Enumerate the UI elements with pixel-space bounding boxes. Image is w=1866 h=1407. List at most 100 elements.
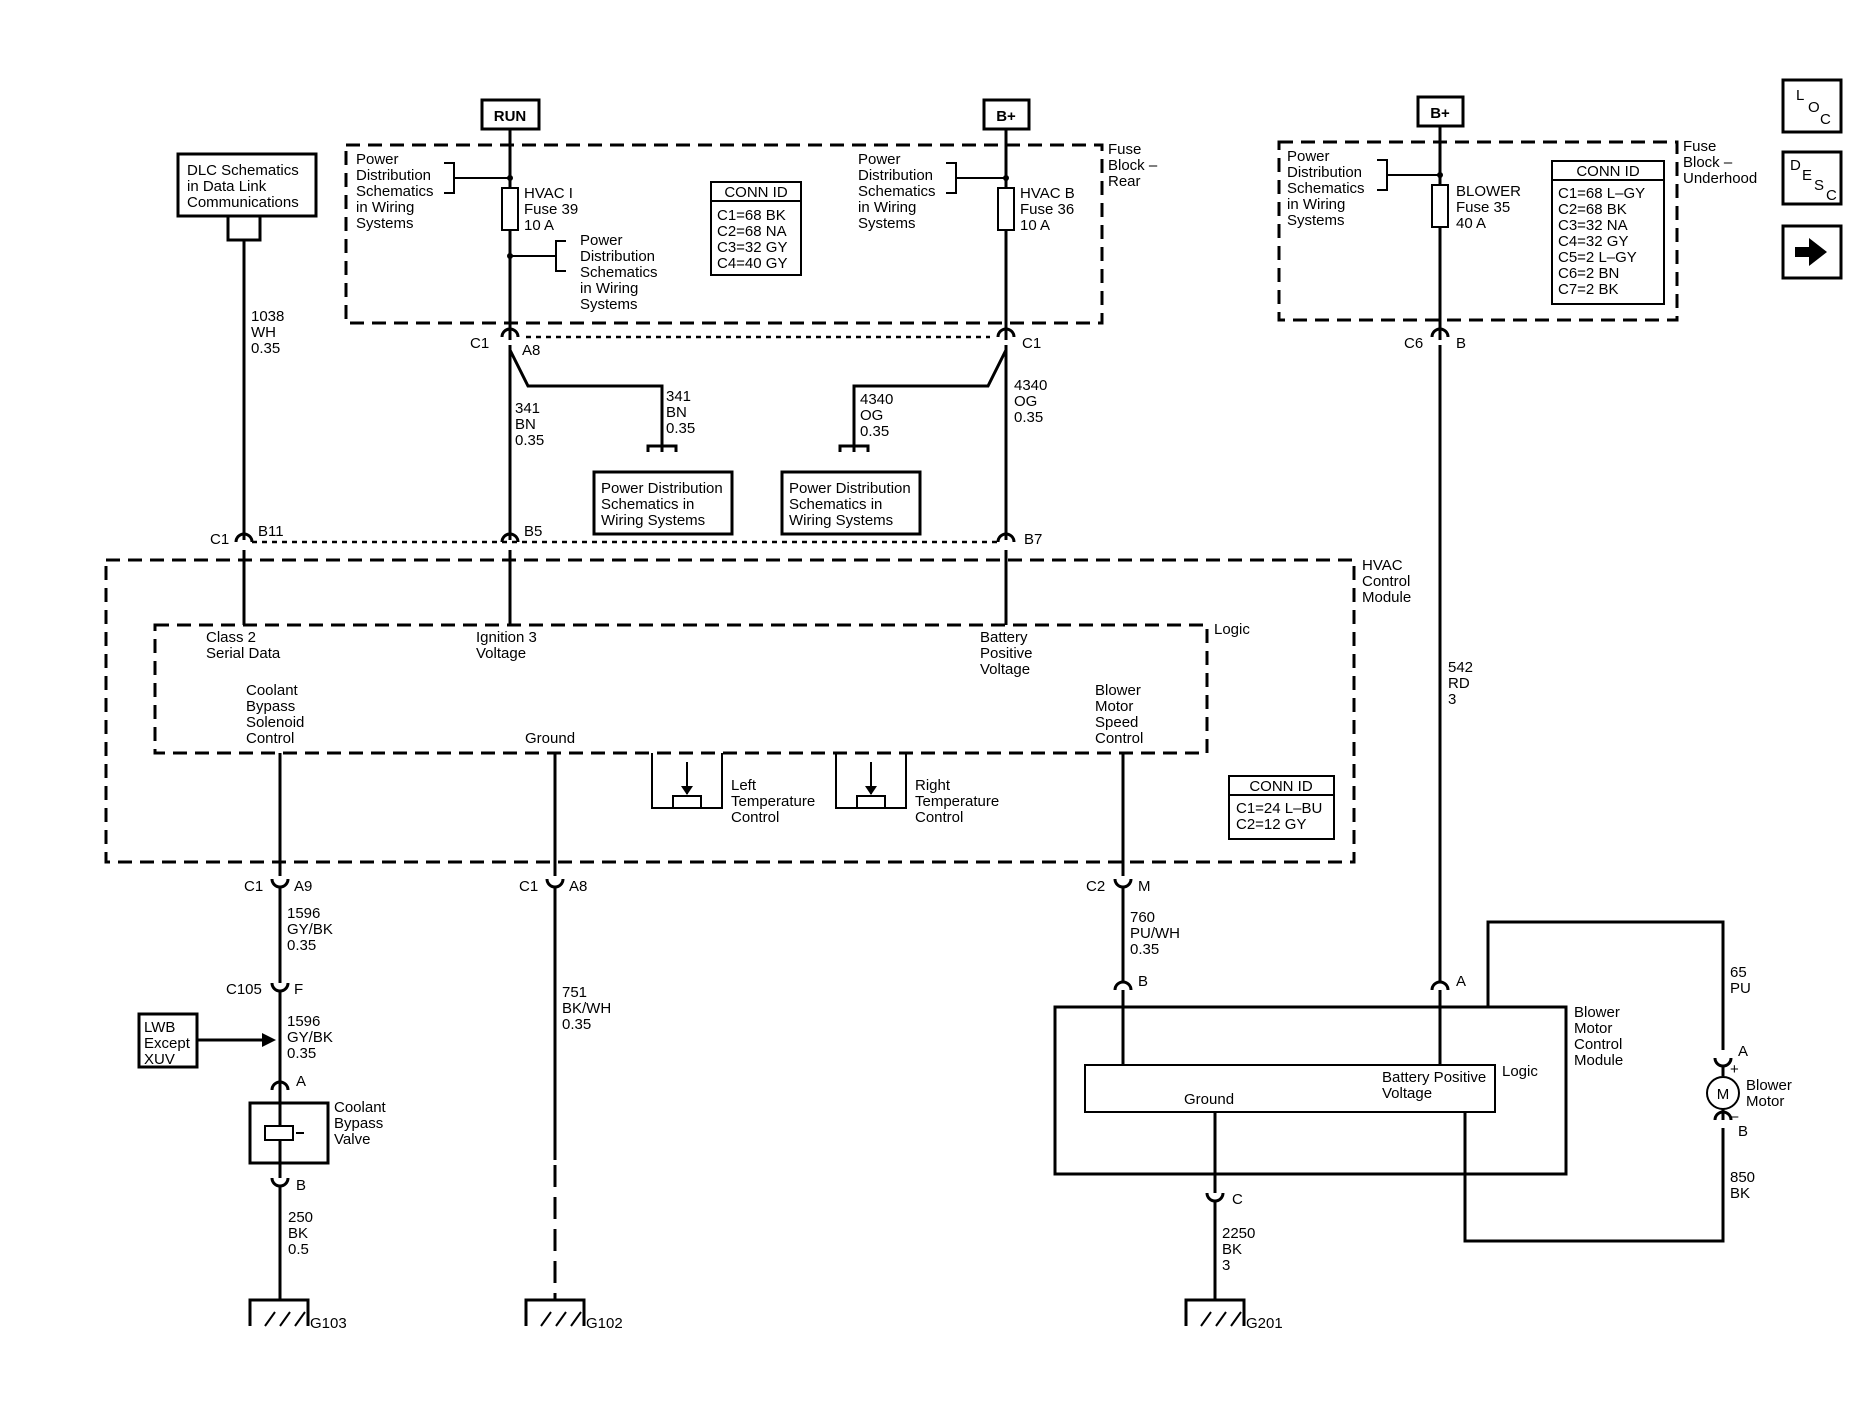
svg-text:Systems: Systems [858,215,916,232]
svg-text:Solenoid: Solenoid [246,714,304,731]
svg-text:Valve: Valve [334,1131,370,1148]
right-temperature-control-label: Right Temperature Control [915,777,999,826]
c6-pin-label: B [1456,335,1466,352]
svg-text:Systems: Systems [580,296,638,313]
svg-text:2250: 2250 [1222,1225,1255,1242]
svg-text:Control: Control [1574,1036,1622,1053]
desc-button[interactable]: D E S C [1781,150,1843,206]
wire-850-label: 850 BK [1730,1169,1755,1202]
bmcm-a-connector [1430,980,1450,991]
fbr-conn-id-table: CONN ID C1=68 BK C2=68 NA C3=32 GY C4=40… [710,181,802,276]
svg-text:RD: RD [1448,675,1470,692]
svg-text:XUV: XUV [144,1051,175,1068]
svg-text:BK: BK [1730,1185,1750,1202]
svg-text:C1=68 L–GY: C1=68 L–GY [1558,185,1645,202]
lwb-except-xuv-box: LWB Except XUV [137,1012,199,1069]
svg-text:Power: Power [1287,148,1330,165]
svg-text:Motor: Motor [1095,698,1133,715]
svg-text:C4=40 GY: C4=40 GY [717,255,787,272]
svg-text:WH: WH [251,324,276,341]
wire-1596-upper-label: 1596 GY/BK 0.35 [287,905,333,954]
svg-text:Underhood: Underhood [1683,170,1757,187]
loc-button[interactable]: L O C [1781,78,1843,134]
hvac-c1-b5-connector [500,532,520,543]
svg-text:Block –: Block – [1108,157,1158,174]
pd-box-left[interactable]: Power Distribution Schematics in Wiring … [592,470,734,536]
loc-letter-l: L [1796,87,1804,104]
blower-motor-label: Blower Motor [1746,1077,1792,1110]
svg-text:Motor: Motor [1574,1020,1612,1037]
blower-motor-control-module-label: Blower Motor Control Module [1574,1004,1623,1069]
svg-text:Fuse 35: Fuse 35 [1456,199,1510,216]
svg-text:Block –: Block – [1683,154,1733,171]
wire-65 [1486,920,1725,1050]
hvac-logic-label: Logic [1214,621,1250,638]
svg-text:C3=32 GY: C3=32 GY [717,239,787,256]
svg-text:10 A: 10 A [1020,217,1050,234]
bmcm-b-label: B [1138,973,1148,990]
blower-fuse-label: BLOWER Fuse 35 40 A [1456,183,1521,232]
wire-2250-label: 2250 BK 3 [1222,1225,1255,1274]
svg-text:542: 542 [1448,659,1473,676]
next-page-button[interactable] [1781,224,1843,280]
fbr-a8-label: A8 [522,342,540,359]
svg-text:Schematics: Schematics [858,183,936,200]
svg-text:3: 3 [1222,1257,1230,1274]
svg-text:BK: BK [1222,1241,1242,1258]
svg-text:Systems: Systems [1287,212,1345,229]
svg-text:Blower: Blower [1574,1004,1620,1021]
dlc-link-bracket [226,216,262,540]
svg-text:4340: 4340 [1014,377,1047,394]
svg-text:Blower: Blower [1746,1077,1792,1094]
svg-text:341: 341 [666,388,691,405]
svg-text:Schematics in: Schematics in [789,496,882,513]
svg-text:Class 2: Class 2 [206,629,256,646]
fbr-c1-a8-connector [500,327,520,338]
svg-text:Fuse 39: Fuse 39 [524,201,578,218]
pd-box-right[interactable]: Power Distribution Schematics in Wiring … [780,470,922,536]
wire-1596-lower-label: 1596 GY/BK 0.35 [287,1013,333,1062]
bmcm-a-label: A [1456,973,1466,990]
svg-text:HVAC: HVAC [1362,557,1403,574]
svg-text:0.35: 0.35 [251,340,280,357]
motor-minus-label: – [1730,1108,1739,1125]
svg-text:Voltage: Voltage [1382,1085,1432,1102]
coolant-bypass-valve-icon [248,1101,330,1165]
hvac-c1-b11-connector [234,532,254,543]
fbr-pd-mid-text: Power Distribution Schematics in Wiring … [580,232,658,313]
svg-text:Fuse: Fuse [1108,141,1141,158]
bmcm-c-connector [1205,1192,1225,1203]
wire-760-label: 760 PU/WH 0.35 [1130,909,1180,958]
dlc-schematics-box[interactable]: DLC Schematics in Data Link Communicatio… [176,152,318,218]
c1-a9-conn-label: C1 [244,878,263,895]
svg-text:LWB: LWB [144,1019,175,1036]
svg-text:C1=24 L–BU: C1=24 L–BU [1236,800,1322,817]
svg-text:Schematics in: Schematics in [601,496,694,513]
coolant-bypass-solenoid-control-label: Coolant Bypass Solenoid Control [246,682,304,747]
b-plus-rear-box: B+ [982,98,1031,131]
wire-4340-branch [838,349,1008,452]
hvac-c2-m-connector [1113,878,1133,889]
svg-text:0.35: 0.35 [860,423,889,440]
svg-text:DLC Schematics: DLC Schematics [187,162,299,179]
svg-text:in Wiring: in Wiring [858,199,916,216]
svg-text:850: 850 [1730,1169,1755,1186]
ground-g102-label: G102 [586,1315,623,1332]
ground-g103-label: G103 [310,1315,347,1332]
svg-text:0.35: 0.35 [515,432,544,449]
blower-motor-speed-control-label: Blower Motor Speed Control [1095,682,1143,747]
svg-text:Fuse 36: Fuse 36 [1020,201,1074,218]
svg-text:Left: Left [731,777,757,794]
svg-text:Communications: Communications [187,194,299,211]
wire-341-branch-label: 341 BN 0.35 [666,388,695,437]
motor-plus-label: + [1730,1061,1739,1078]
svg-text:BN: BN [666,404,687,421]
svg-text:65: 65 [1730,964,1747,981]
fuse-block-rear-outline [344,143,1104,325]
left-temperature-control-icon [651,753,723,809]
svg-text:Battery Positive: Battery Positive [1382,1069,1486,1086]
fbu-pd-text: Power Distribution Schematics in Wiring … [1287,148,1365,229]
svg-text:Power Distribution: Power Distribution [601,480,723,497]
bmcm-logic-label: Logic [1502,1063,1538,1080]
